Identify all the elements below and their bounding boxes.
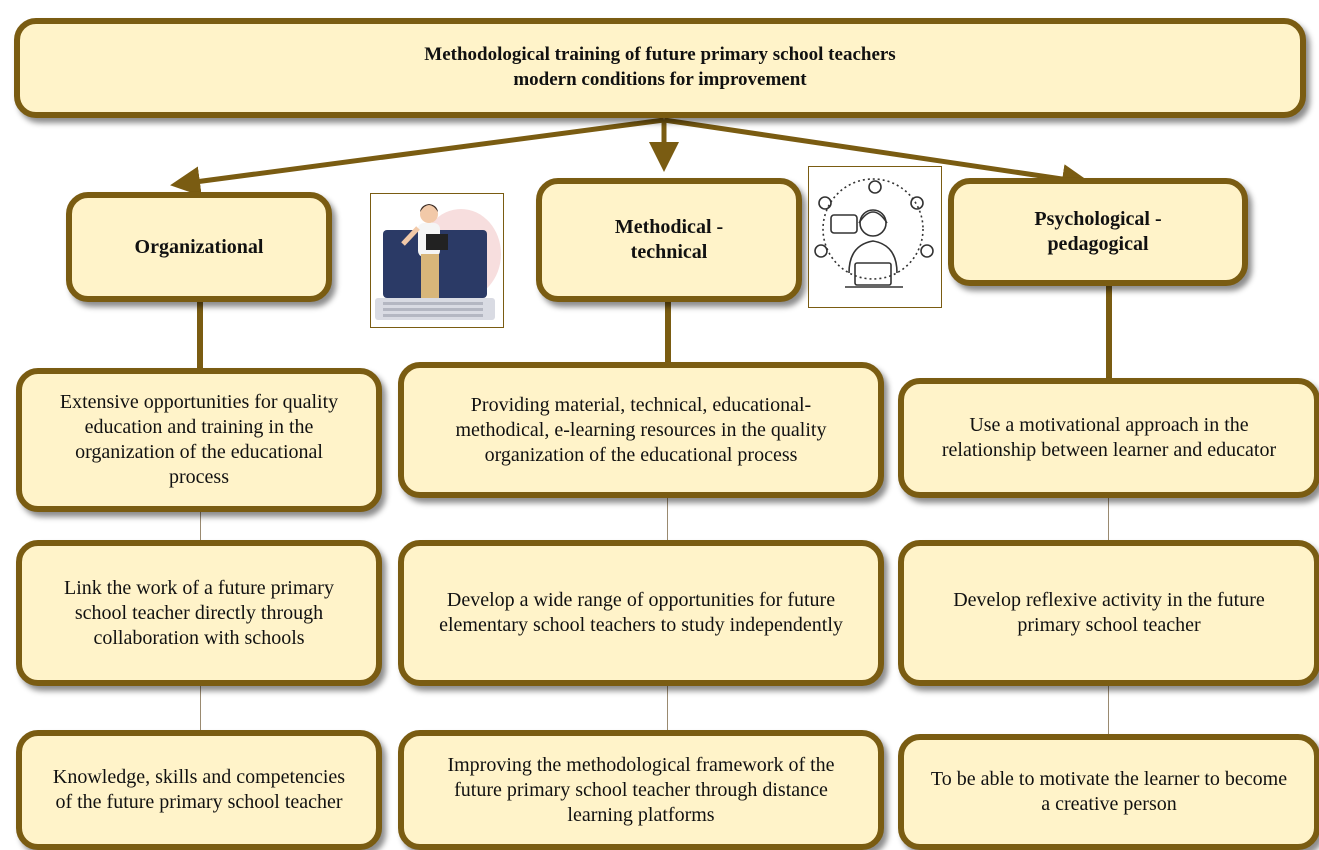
teacher-laptop-illustration	[370, 193, 504, 328]
diagram-title: Methodological training of future primar…	[424, 44, 896, 90]
thin-connector	[1108, 494, 1109, 544]
psychological-pedagogical-item: To be able to motivate the learner to be…	[898, 734, 1319, 850]
psychological-pedagogical-item: Develop reflexive activity in the future…	[898, 540, 1319, 686]
item-text: Improving the methodological framework o…	[447, 753, 835, 826]
heading-methodical-technical: Methodical - technical	[536, 178, 802, 302]
organizational-item: Extensive opportunities for quality educ…	[16, 368, 382, 512]
item-text: Providing material, technical, education…	[455, 393, 827, 466]
heading-organizational: Organizational	[66, 192, 332, 302]
psychological-pedagogical-item: Use a motivational approach in the relat…	[898, 378, 1319, 498]
connector-psychological	[1106, 284, 1112, 380]
heading-psychological-pedagogical: Psychological - pedagogical	[948, 178, 1248, 286]
connector-organizational	[197, 300, 203, 380]
heading-label: Organizational	[134, 235, 264, 258]
item-text: Link the work of a future primary school…	[64, 576, 334, 649]
methodical-technical-item: Improving the methodological framework o…	[398, 730, 884, 850]
thin-connector	[200, 684, 201, 734]
organizational-item: Link the work of a future primary school…	[16, 540, 382, 686]
arrow-right	[663, 117, 1092, 194]
item-text: Develop a wide range of opportunities fo…	[439, 589, 843, 636]
item-text: Develop reflexive activity in the future…	[953, 589, 1265, 636]
item-text: Extensive opportunities for quality educ…	[59, 391, 339, 488]
connector-methodical	[665, 300, 671, 380]
diagram-title-box: Methodological training of future primar…	[14, 18, 1306, 118]
item-text: To be able to motivate the learner to be…	[930, 768, 1288, 815]
thin-connector	[200, 508, 201, 544]
organizational-item: Knowledge, skills and competencies of th…	[16, 730, 382, 850]
thin-connector	[667, 684, 668, 734]
methodical-technical-item: Providing material, technical, education…	[398, 362, 884, 498]
methodical-technical-item: Develop a wide range of opportunities fo…	[398, 540, 884, 686]
heading-label: Psychological - pedagogical	[1034, 208, 1162, 255]
arrow-left	[170, 117, 665, 197]
item-text: Use a motivational approach in the relat…	[941, 414, 1277, 461]
item-text: Knowledge, skills and competencies of th…	[52, 766, 346, 813]
thin-connector	[1108, 684, 1109, 734]
thin-connector	[667, 494, 668, 544]
online-support-illustration	[808, 166, 942, 308]
heading-label: Methodical - technical	[614, 216, 724, 263]
